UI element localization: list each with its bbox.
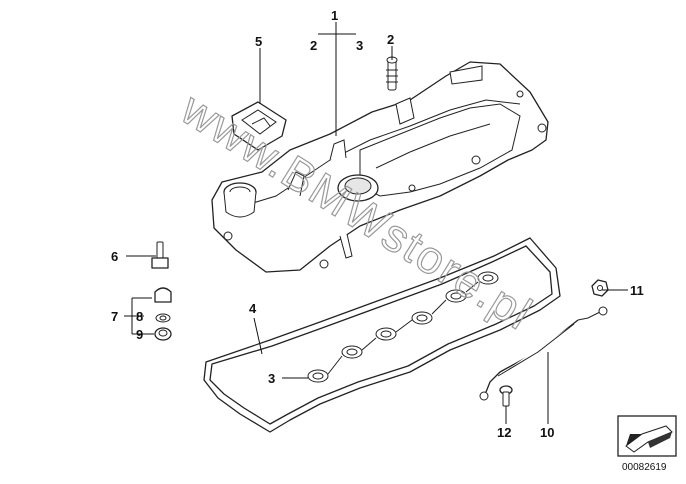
view-arrow-icon bbox=[625, 425, 673, 453]
callout-3-seal: 3 bbox=[268, 371, 275, 386]
reference-number: 00082619 bbox=[622, 462, 667, 473]
callout-4: 4 bbox=[249, 301, 257, 316]
callout-10: 10 bbox=[540, 425, 554, 440]
ground-strap bbox=[479, 306, 608, 401]
screw-12 bbox=[499, 385, 513, 407]
plug-seals bbox=[307, 271, 499, 383]
callout-1: 1 bbox=[331, 8, 338, 23]
callout-2-stud: 2 bbox=[387, 32, 394, 47]
leader-lines bbox=[124, 22, 628, 424]
callouts: 1 2 3 2 5 6 7 8 9 4 3 11 12 10 bbox=[111, 8, 644, 440]
callout-2: 2 bbox=[310, 38, 317, 53]
cover-stud bbox=[386, 56, 398, 91]
oil-filler-cap bbox=[231, 101, 287, 151]
reference-box: 00082619 bbox=[617, 415, 677, 473]
nut-11 bbox=[591, 279, 609, 297]
callout-6: 6 bbox=[111, 249, 118, 264]
callout-9: 9 bbox=[136, 327, 143, 342]
callout-5: 5 bbox=[255, 34, 262, 49]
callout-11: 11 bbox=[630, 283, 644, 298]
callout-3: 3 bbox=[356, 38, 363, 53]
callout-12: 12 bbox=[497, 425, 511, 440]
callout-8: 8 bbox=[136, 309, 143, 324]
callout-7: 7 bbox=[111, 309, 118, 324]
grommet-set bbox=[154, 287, 172, 341]
bolt-6 bbox=[151, 241, 169, 269]
valve-cover-gasket bbox=[203, 237, 561, 433]
valve-cover bbox=[211, 61, 549, 273]
